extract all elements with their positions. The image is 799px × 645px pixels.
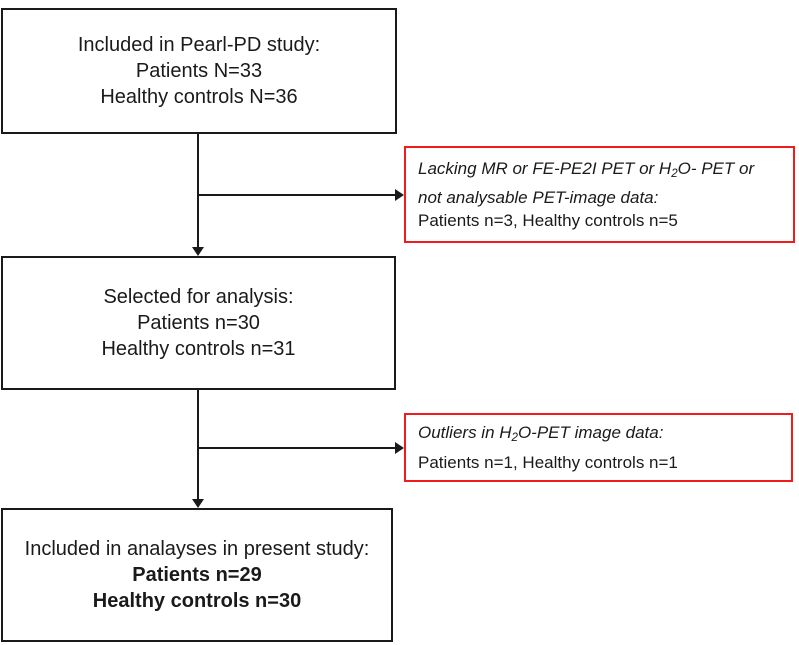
box-included-patients: Patients N=33 [135,60,263,82]
arrow-right-icon [395,189,404,201]
flow-box-selected-for-analysis: Selected for analysis: Patients n=30 Hea… [1,256,396,390]
exclusion-outliers-reason-post: O-PET image data: [517,423,664,443]
exclusion-lacking-subscript: 2 [671,168,678,181]
arrow-down-icon [192,499,204,508]
exclusion-box-lacking-data: Lacking MR or FE-PE2I PET or H2O- PET or… [404,146,795,243]
box-selected-controls: Healthy controls n=31 [101,338,296,360]
box-included-title: Included in Pearl-PD study: [77,34,321,56]
exclusion-outliers-reason: Outliers in H2O-PET image data: [418,421,783,450]
arrow-right-icon [395,442,404,454]
box-selected-patients: Patients n=30 [137,312,260,334]
connector-branch-2 [198,447,395,449]
exclusion-outliers-reason-pre: Outliers in H [418,423,512,443]
box-analysed-title: Included in analayses in present study: [24,538,370,560]
flow-box-included-in-study: Included in Pearl-PD study: Patients N=3… [1,8,397,134]
exclusion-lacking-reason-pre: Lacking MR or FE-PE2I PET or H [418,158,672,178]
box-selected-title: Selected for analysis: [103,286,294,308]
connector-branch-1 [198,194,395,196]
box-analysed-controls: Healthy controls n=30 [92,590,302,612]
exclusion-outliers-counts: Patients n=1, Healthy controls n=1 [418,452,678,472]
connector-vertical-1 [197,134,199,248]
exclusion-lacking-reason-post: O- PET or [677,158,755,178]
arrow-down-icon [192,247,204,256]
exclusion-lacking-counts: Patients n=3, Healthy controls n=5 [418,211,678,231]
box-analysed-patients: Patients n=29 [132,564,262,586]
exclusion-outliers-subscript: 2 [511,432,518,445]
exclusion-box-outliers: Outliers in H2O-PET image data: Patients… [404,413,793,482]
box-included-controls: Healthy controls N=36 [100,86,298,108]
connector-vertical-2 [197,390,199,500]
exclusion-lacking-reason-line2: not analysable PET-image data: [418,188,659,208]
flow-box-included-in-analyses: Included in analayses in present study: … [1,508,393,642]
exclusion-lacking-reason-line1: Lacking MR or FE-PE2I PET or H2O- PET or [418,157,785,186]
